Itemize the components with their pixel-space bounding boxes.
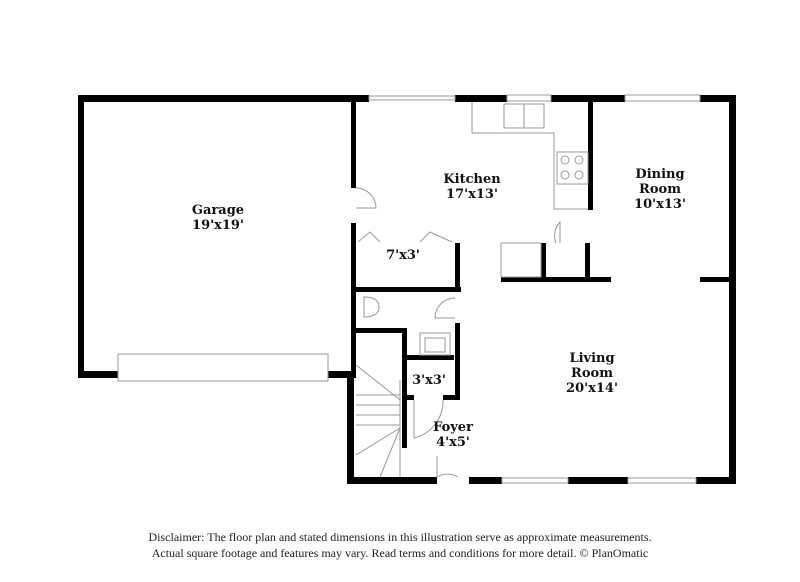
room-dims: 19'x19': [192, 218, 244, 233]
room-pantry: 7'x3': [386, 248, 420, 263]
room-garage: Garage 19'x19': [192, 203, 244, 233]
room-dims: 17'x13': [446, 187, 498, 202]
room-dims: 7'x3': [386, 248, 420, 263]
room-name: Garage: [191, 203, 245, 218]
room-name: Living: [569, 351, 615, 366]
room-name: Dining: [635, 167, 685, 182]
room-dining: Dining Room 10'x13': [634, 167, 686, 212]
disclaimer-line-2: Actual square footage and features may v…: [151, 546, 649, 560]
room-living: Living Room 20'x14': [566, 351, 618, 396]
walls: [78, 95, 736, 484]
kitchen-fixtures: [355, 102, 589, 478]
room-dims: 20'x14': [566, 381, 618, 396]
room-foyer: Foyer 4'x5': [433, 420, 473, 450]
room-dims: 10'x13': [634, 197, 686, 212]
room-name: Room: [571, 366, 613, 381]
room-name: Kitchen: [443, 172, 501, 187]
room-dims: 3'x3': [412, 373, 446, 388]
room-name: Room: [639, 182, 681, 197]
room-dims: 4'x5': [436, 435, 470, 450]
room-name: Foyer: [433, 420, 473, 435]
windows: [117, 94, 701, 484]
room-closet: 3'x3': [412, 373, 446, 388]
disclaimer-line-1: Disclaimer: The floor plan and stated di…: [148, 530, 652, 544]
disclaimer: Disclaimer: The floor plan and stated di…: [0, 529, 800, 561]
room-kitchen: Kitchen 17'x13': [443, 172, 500, 202]
